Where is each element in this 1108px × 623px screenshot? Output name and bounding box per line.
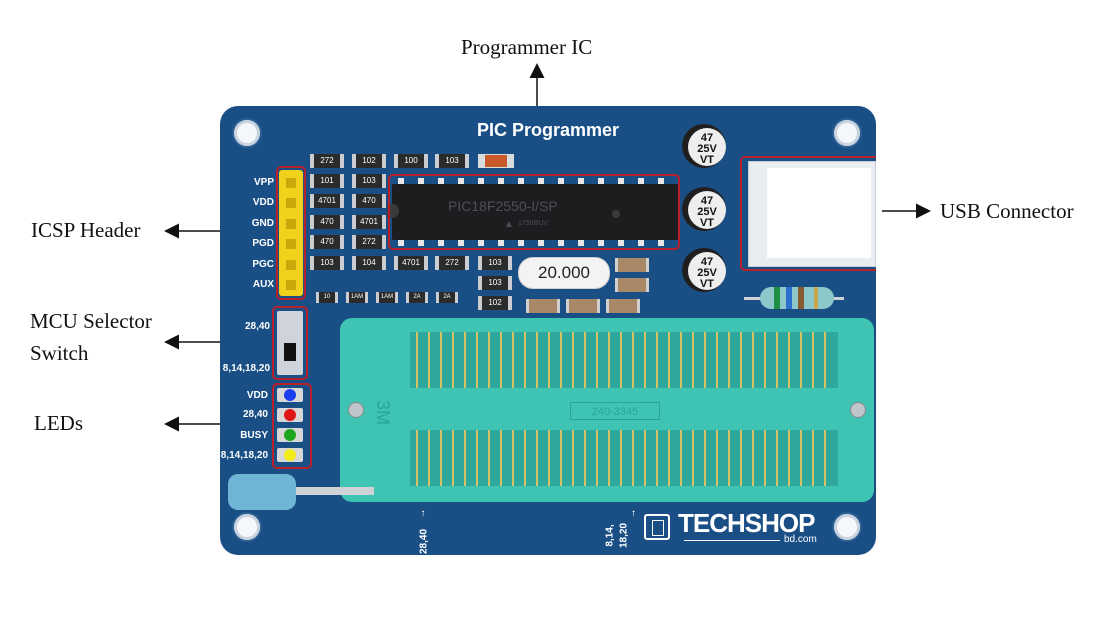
screw-right (850, 402, 866, 418)
switch-label-top: 28,40 (222, 321, 270, 332)
resistor: 102 (478, 296, 512, 310)
resistor: 470 (352, 194, 386, 208)
zif-brand: 3M (372, 400, 393, 425)
screw-left (348, 402, 364, 418)
zif-socket: 3M 240-3345 (340, 318, 874, 502)
icsp-pin-label: VPP (238, 177, 274, 188)
smd-part: 2A (406, 292, 428, 303)
crystal-oscillator: 20.000 (518, 257, 610, 289)
mounting-hole-bottom-left (234, 514, 260, 540)
resistor: 272 (310, 154, 344, 168)
resistor: 103 (435, 154, 469, 168)
switch-label-bottom: 8,14,18,20 (220, 363, 270, 374)
icsp-header-highlight (276, 166, 306, 300)
diode (478, 154, 514, 168)
tantalum-capacitor (615, 278, 649, 292)
brand-sub: bd.com (784, 534, 817, 545)
resistor: 470 (310, 215, 344, 229)
techshop-logo-icon (644, 514, 670, 540)
mcu-selector-highlight (272, 306, 308, 380)
leds-highlight (272, 383, 312, 469)
smd-part: 1AM (376, 292, 398, 303)
electrolytic-capacitor: 47 25V VT (682, 248, 726, 292)
led-label: 8,14,18,20 (220, 450, 268, 461)
resistor: 4701 (310, 194, 344, 208)
resistor: 104 (352, 256, 386, 270)
led-label: 28,40 (220, 409, 268, 420)
icsp-pin-label: PGC (238, 259, 274, 270)
tantalum-capacitor (606, 299, 640, 313)
resistor: 103 (352, 174, 386, 188)
electrolytic-capacitor: 47 25V VT (682, 124, 726, 168)
icsp-pin-label: AUX (238, 279, 274, 290)
resistor: 272 (435, 256, 469, 270)
zif-label-8-14-18-20: ↑ 8,14, 18,20 (608, 508, 636, 554)
zif-part-number: 240-3345 (570, 402, 660, 420)
resistor: 4701 (394, 256, 428, 270)
resistor: 470 (310, 235, 344, 249)
resistor: 100 (394, 154, 428, 168)
icsp-pin-label: GND (238, 218, 274, 229)
resistor: 4701 (352, 215, 386, 229)
resistor: 102 (352, 154, 386, 168)
tantalum-capacitor (526, 299, 560, 313)
smd-part: 10 (316, 292, 338, 303)
electrolytic-capacitor: 47 25V VT (682, 187, 726, 231)
icsp-pin-label: VDD (238, 197, 274, 208)
tantalum-capacitor (566, 299, 600, 313)
crystal-label: 20.000 (538, 263, 590, 282)
zif-label-28-40: ↑ 28,40 (416, 508, 430, 554)
brand-underline (684, 540, 780, 541)
zif-pins-top (416, 332, 836, 388)
mounting-hole-bottom-right (834, 514, 860, 540)
board-title: PIC Programmer (220, 120, 876, 141)
tantalum-capacitor (615, 258, 649, 272)
zif-lever-rod (290, 487, 374, 495)
zif-lever-handle[interactable] (228, 474, 296, 510)
icsp-pin-label: PGD (238, 238, 274, 249)
usb-connector-highlight (740, 156, 876, 271)
resistor: 101 (310, 174, 344, 188)
led-label: VDD (220, 390, 268, 401)
pic-programmer-board: PIC Programmer VPP VDD GND PGD PGC AUX 2… (220, 106, 876, 555)
resistor: 103 (478, 256, 512, 270)
resistor: 103 (478, 276, 512, 290)
resistor: 272 (352, 235, 386, 249)
axial-resistor (760, 287, 834, 309)
smd-part: 2A (436, 292, 458, 303)
smd-part: 1AM (346, 292, 368, 303)
resistor: 103 (310, 256, 344, 270)
led-label: BUSY (220, 430, 268, 441)
zif-pins-bottom (416, 430, 836, 486)
programmer-ic-highlight (388, 174, 680, 250)
